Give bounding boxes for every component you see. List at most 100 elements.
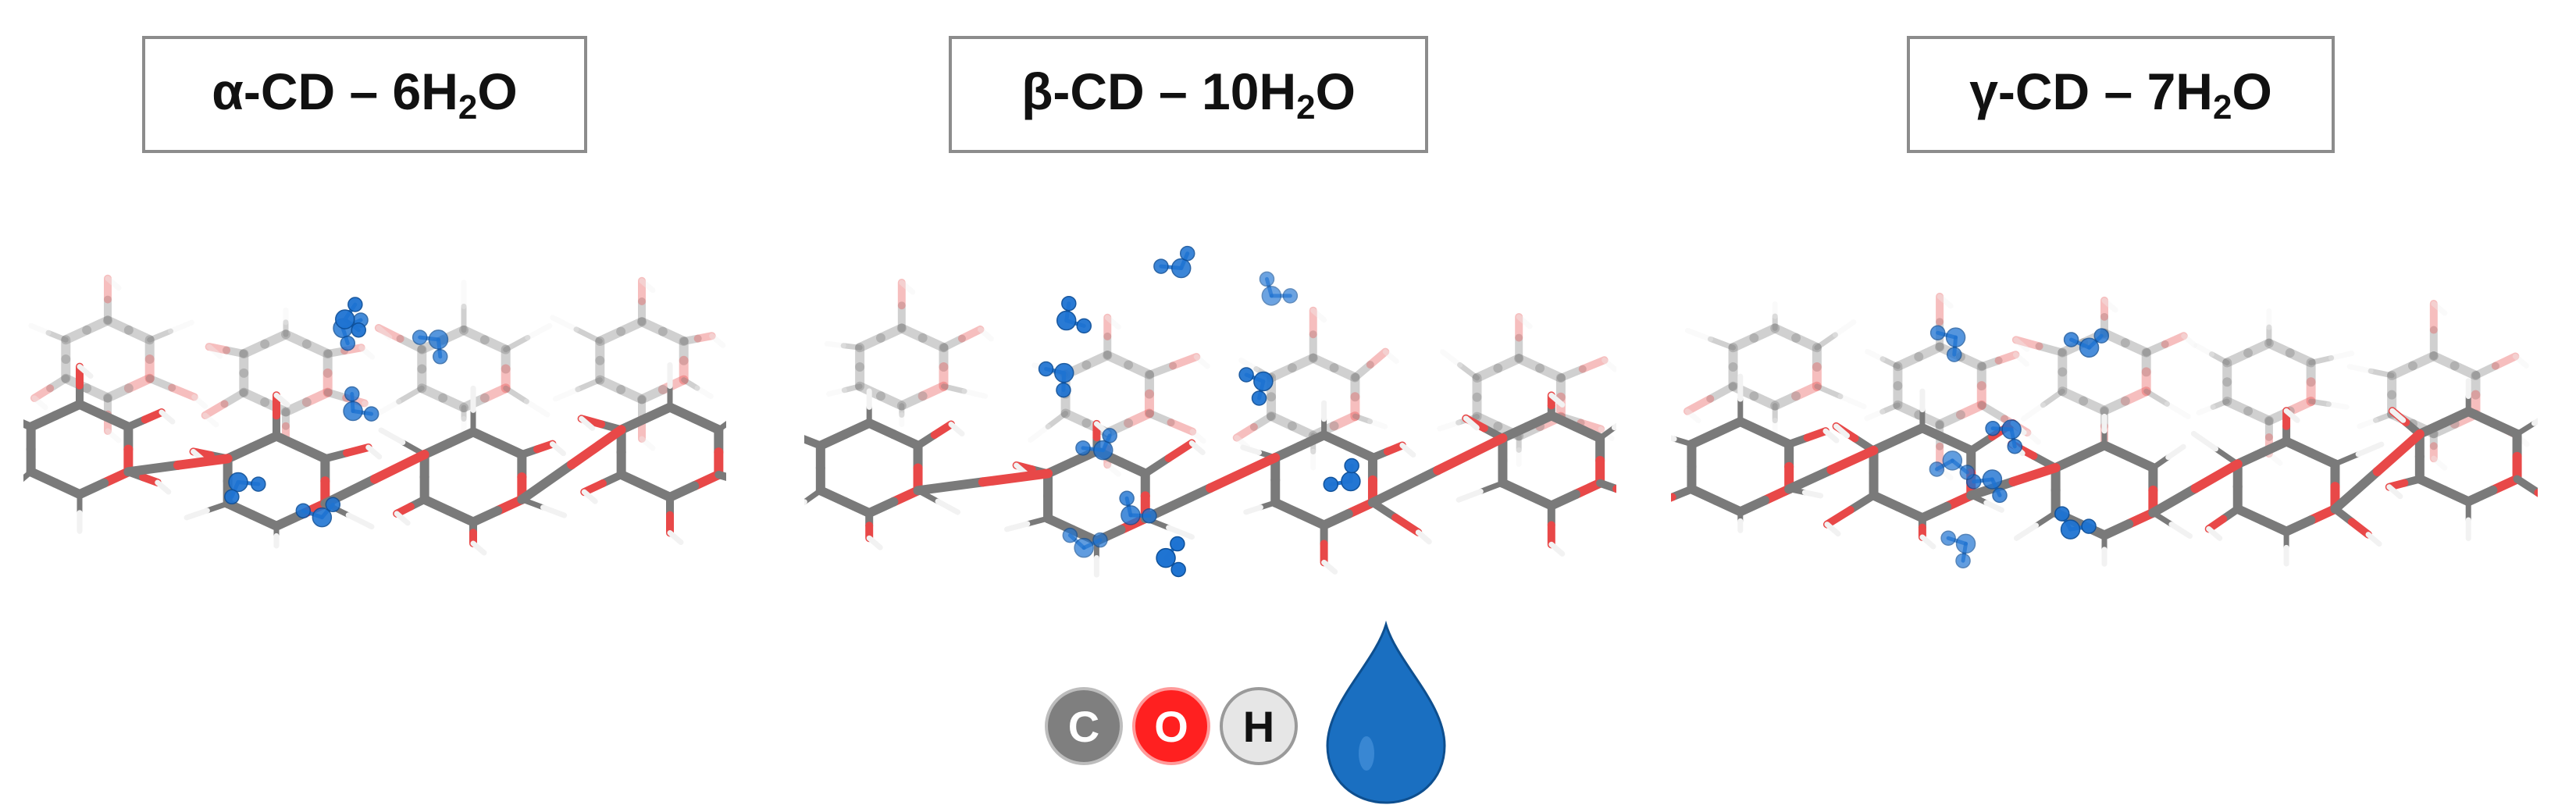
bond-segment — [595, 375, 626, 395]
bond-segment — [694, 385, 714, 400]
bond-segment — [204, 500, 231, 514]
bond-segment — [23, 468, 34, 483]
water-atom — [251, 476, 266, 492]
bond-segment — [935, 498, 961, 515]
bond-segment — [220, 388, 248, 408]
bond-segment — [657, 375, 689, 395]
bond-segment — [1240, 444, 1263, 456]
hydrogen-stick — [2206, 525, 2223, 541]
bond-segment — [855, 333, 885, 353]
water-atom — [1038, 361, 1054, 377]
bond-segment — [2332, 451, 2361, 467]
bond-segment — [939, 334, 966, 352]
beta-cd-label: β-CD – 10H2O — [949, 36, 1428, 153]
hydrogen-stick — [977, 326, 994, 342]
hydrogen-stick — [105, 428, 122, 443]
bond-segment — [2471, 361, 2499, 379]
water-atom — [1170, 258, 1192, 279]
atom-legend: C O H — [1045, 620, 1446, 804]
bond-segment — [875, 323, 907, 343]
bond-segment — [1124, 408, 1154, 428]
bond-segment — [345, 512, 375, 530]
bond-segment — [525, 322, 553, 340]
bond-segment — [2013, 522, 2040, 541]
bond-segment — [841, 383, 863, 394]
bond-segment — [957, 325, 985, 343]
water-atom — [1092, 532, 1108, 548]
bond-segment — [2372, 411, 2395, 423]
water-atom — [1282, 288, 1299, 304]
bond-segment — [804, 435, 825, 450]
bond-segment — [517, 460, 576, 504]
bond-segment — [173, 454, 233, 470]
bond-segment — [2264, 338, 2295, 358]
bond-segment — [1308, 353, 1339, 373]
bond-segment — [1141, 454, 1173, 478]
bond-segment — [141, 408, 166, 424]
bond-segment — [1791, 333, 1822, 353]
bond-segment — [1893, 400, 1924, 420]
bond-segment — [1433, 433, 1508, 475]
water-atom — [1093, 440, 1113, 461]
gamma-cd-molecule — [1671, 292, 2538, 568]
bond-segment — [1914, 342, 1945, 361]
bond-segment — [657, 326, 689, 347]
bond-segment — [1243, 504, 1263, 515]
water-atom — [1942, 451, 1963, 471]
bond-segment — [1367, 465, 1443, 508]
bond-segment — [1955, 351, 1986, 372]
bond-segment — [1955, 400, 1986, 420]
bond-segment — [2193, 343, 2214, 358]
bond-segment — [567, 425, 626, 470]
water-atom — [412, 329, 428, 345]
bond-segment — [1967, 433, 1997, 454]
hydrogen-stick — [2283, 408, 2300, 423]
bond-segment — [679, 334, 702, 346]
hydrogen-stick — [1189, 429, 1206, 444]
hydrogen-stick — [1382, 349, 1399, 365]
alpha-cd-label-text: α-CD – 6H2O — [212, 62, 518, 126]
water-atom — [1075, 440, 1091, 456]
bond-segment — [1440, 349, 1463, 368]
water-atom — [1955, 533, 1976, 554]
bond-segment — [2347, 518, 2373, 539]
water-atom — [1253, 371, 1274, 392]
hydrogen-stick — [2024, 429, 2041, 445]
bond-segment — [1145, 361, 1178, 379]
bond-segment — [2330, 466, 2382, 514]
bond-segment — [201, 400, 229, 419]
bond-segment — [222, 346, 248, 358]
hydrogen-stick — [1548, 541, 1566, 557]
bond-segment — [417, 383, 448, 403]
bond-segment — [1081, 351, 1113, 370]
water-drop-icon — [1326, 620, 1446, 804]
water-atom — [1929, 461, 1945, 477]
water-atom — [2060, 519, 2081, 540]
water-atom — [344, 386, 360, 402]
water-atom — [347, 297, 363, 312]
water-atom — [1156, 547, 1176, 568]
hydrogen-stick — [394, 511, 411, 526]
bond-segment — [1206, 453, 1281, 493]
water-atom — [1153, 258, 1169, 274]
bond-segment — [2308, 398, 2332, 408]
svg-text:C: C — [1068, 702, 1099, 751]
bond-segment — [1024, 515, 1051, 527]
water-atom — [1119, 490, 1135, 507]
bond-segment — [1983, 500, 2004, 513]
bond-segment — [2021, 402, 2046, 422]
bond-segment — [1004, 521, 1031, 532]
bond-segment — [693, 332, 716, 343]
bond-segment — [2428, 351, 2460, 371]
water-atom — [1054, 362, 1074, 383]
water-atom — [325, 497, 341, 513]
hydrogen-stick — [1415, 529, 1432, 545]
hydrogen-stick — [581, 489, 598, 504]
bond-segment — [2531, 418, 2538, 426]
bond-segment — [1578, 356, 1609, 373]
hydrogen-stick — [667, 529, 684, 545]
water-atom — [1170, 536, 1185, 552]
water-atom — [1955, 553, 1971, 568]
hydrogen-stick — [202, 412, 219, 428]
bond-segment — [896, 323, 928, 343]
